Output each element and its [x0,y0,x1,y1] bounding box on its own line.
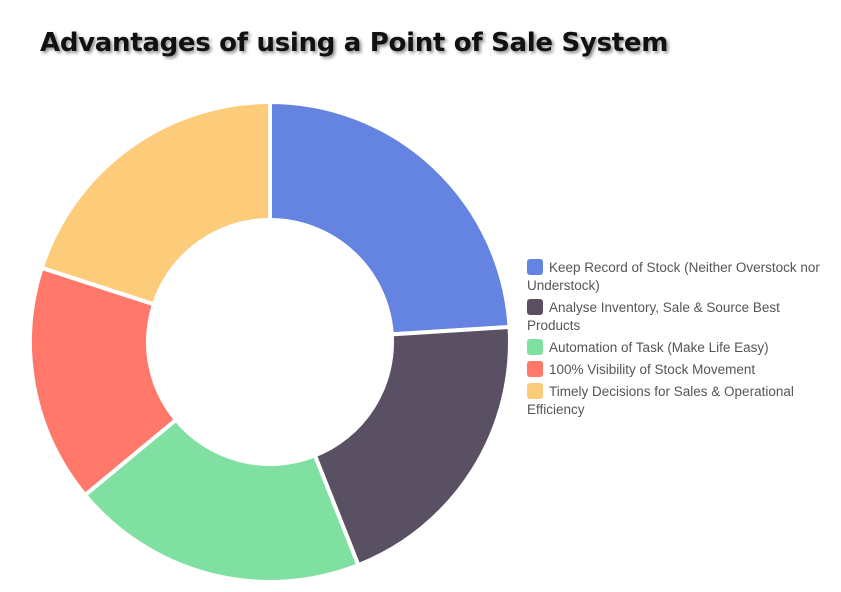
legend-swatch [527,339,543,355]
legend-label: Analyse Inventory, Sale & Source Best Pr… [527,300,780,333]
legend-item[interactable]: 100% Visibility of Stock Movement [527,361,827,379]
donut-slice[interactable] [268,99,512,337]
legend-label: Keep Record of Stock (Neither Overstock … [527,260,820,293]
donut-slice[interactable] [312,324,512,568]
chart-title: Advantages of using a Point of Sale Syst… [40,28,668,58]
donut-slice[interactable] [82,416,361,584]
legend-label: 100% Visibility of Stock Movement [549,362,756,377]
legend-swatch [527,361,543,377]
legend-item[interactable]: Keep Record of Stock (Neither Overstock … [527,259,827,295]
legend-item[interactable]: Analyse Inventory, Sale & Source Best Pr… [527,299,827,335]
donut-slice[interactable] [28,265,179,498]
legend-label: Automation of Task (Make Life Easy) [549,340,769,355]
legend-label: Timely Decisions for Sales & Operational… [527,384,794,417]
legend-item[interactable]: Automation of Task (Make Life Easy) [527,339,827,357]
legend-item[interactable]: Timely Decisions for Sales & Operational… [527,383,827,419]
donut-slice[interactable] [39,99,272,307]
chart-legend: Keep Record of Stock (Neither Overstock … [527,259,827,423]
legend-swatch [527,383,543,399]
legend-swatch [527,259,543,275]
legend-swatch [527,299,543,315]
